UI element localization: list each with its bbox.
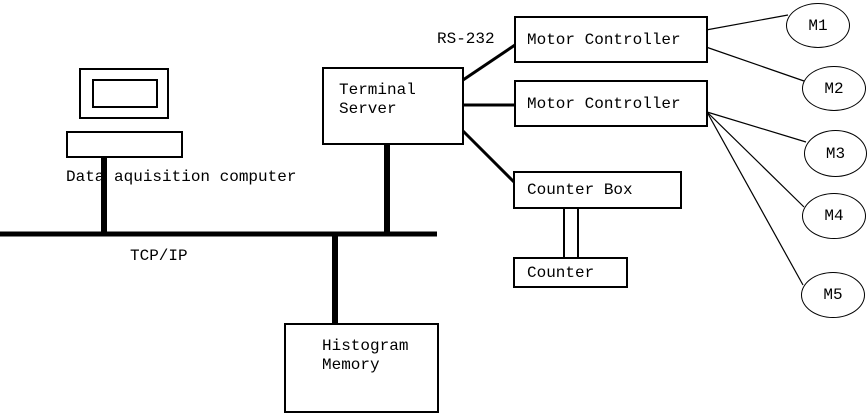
terminal-server-label-line2: Server (339, 100, 397, 118)
motor-m1-label: M1 (808, 16, 828, 35)
mc1-m2-line (705, 46, 805, 82)
motor-m4-node: M4 (802, 193, 866, 239)
motor-m2-label: M2 (824, 79, 844, 98)
mc2-m4-line (706, 111, 805, 208)
histogram-memory-label-line2: Memory (322, 356, 380, 374)
motor-m3-label: M3 (825, 144, 846, 163)
terminal-server-box: Terminal Server (322, 67, 464, 145)
keyboard-icon (66, 131, 183, 158)
tcpip-label: TCP/IP (130, 247, 188, 265)
motor-m5-node: M5 (801, 272, 865, 318)
motor-controller-bottom-box: Motor Controller (514, 80, 708, 127)
monitor-screen-icon (92, 79, 158, 108)
rs232-label: RS-232 (437, 30, 495, 48)
motor-controller-bottom-label: Motor Controller (527, 94, 681, 113)
terminal-server-counterbox-line (461, 129, 516, 184)
motor-m1-node: M1 (786, 3, 850, 48)
motor-controller-top-box: Motor Controller (514, 16, 708, 63)
mc1-m1-line (705, 14, 789, 31)
mc2-m5-line (706, 111, 804, 286)
data-acquisition-computer-label: Data aquisition computer (66, 168, 297, 186)
rs232-link-line (462, 43, 516, 82)
histogram-memory-box: Histogram Memory (284, 323, 439, 413)
motor-m5-label: M5 (823, 286, 843, 304)
motor-m3-node: M3 (804, 130, 867, 177)
histogram-memory-label-line1: Histogram (322, 337, 409, 355)
counter-box-label: Counter Box (527, 181, 633, 199)
mc2-m3-line (706, 111, 807, 143)
motor-controller-top-label: Motor Controller (527, 30, 681, 49)
terminal-server-label-line1: Terminal (339, 81, 416, 99)
counter: Counter (513, 257, 628, 288)
counter-label: Counter (527, 263, 595, 282)
counter-box: Counter Box (513, 171, 682, 209)
motor-m2-node: M2 (802, 66, 866, 111)
motor-m4-label: M4 (824, 207, 844, 225)
